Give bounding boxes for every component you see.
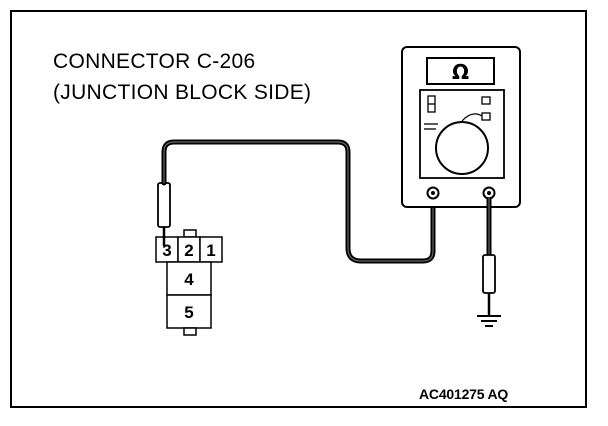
pin-label-5: 5 [184, 303, 193, 322]
ohm-symbol: Ω [452, 60, 469, 84]
pin-label-2: 2 [184, 241, 193, 260]
connector-title: CONNECTOR C-206 [53, 50, 256, 73]
ground-icon [477, 315, 501, 327]
pin-cell-5 [166, 294, 212, 329]
connector-side-label: (JUNCTION BLOCK SIDE) [53, 81, 312, 104]
pin-label-1: 1 [206, 241, 215, 260]
ohmmeter-icon: Ω [401, 46, 521, 208]
pin-label-3: 3 [162, 241, 171, 260]
test-lead-wire [161, 139, 436, 264]
pin-cell-4 [166, 261, 212, 296]
connector-c206: 3 2 1 4 5 [155, 229, 223, 336]
diagram-frame [10, 10, 587, 408]
ground-lead-wire [482, 197, 496, 315]
figure-code: AC401275 AQ [419, 386, 509, 402]
pin-label-4: 4 [184, 270, 194, 289]
